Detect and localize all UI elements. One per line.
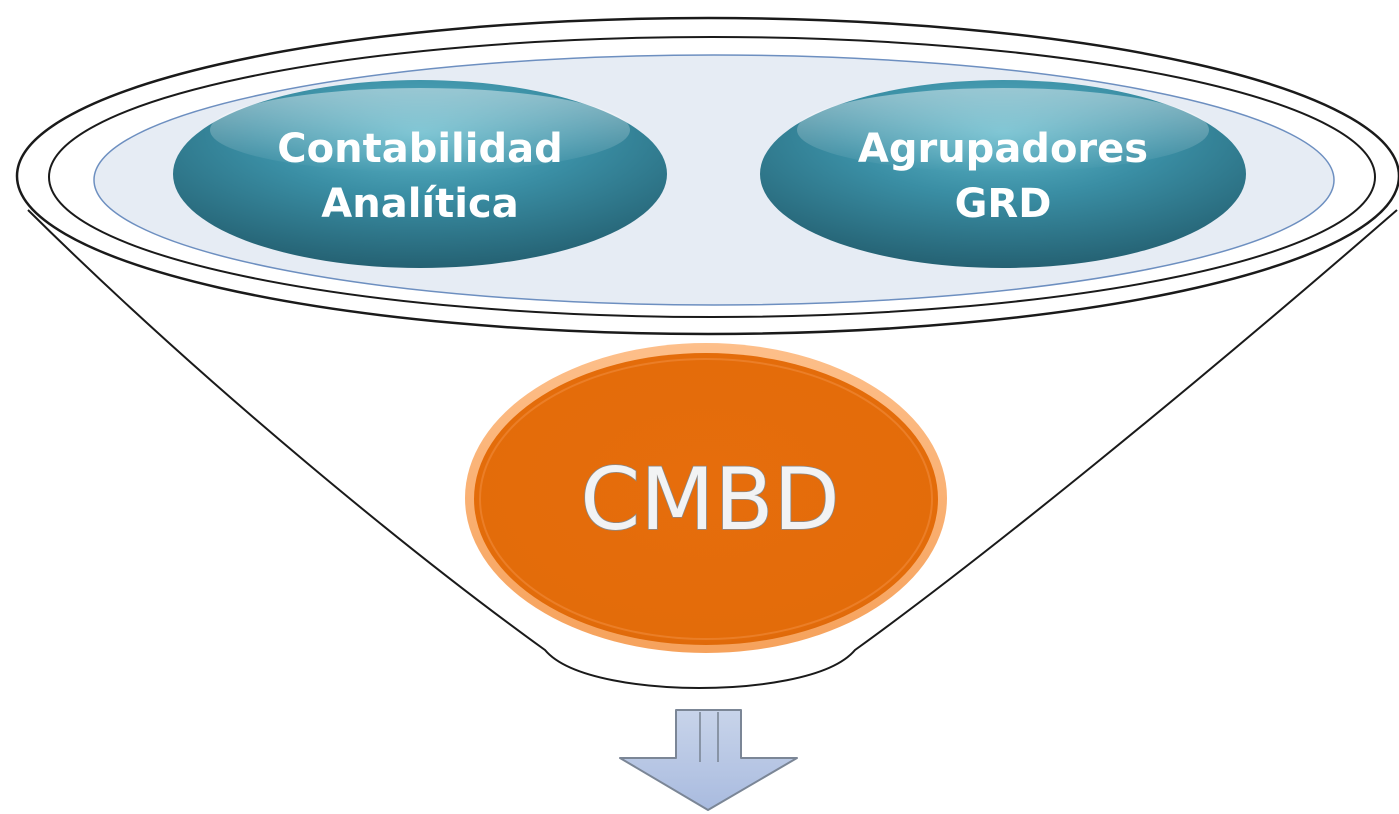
input-agrupadores-grd: Agrupadores GRD [760, 80, 1246, 268]
input-2-line-2: GRD [955, 181, 1052, 227]
input-1-line-1: Contabilidad [277, 126, 562, 172]
input-2-line-1: Agrupadores [858, 126, 1148, 172]
input-contabilidad-analitica: Contabilidad Analítica [173, 80, 667, 268]
down-arrow-icon [619, 709, 798, 811]
output-cmbd: CMBD [465, 343, 947, 653]
output-label: CMBD [580, 450, 839, 550]
input-1-line-2: Analítica [321, 181, 518, 227]
